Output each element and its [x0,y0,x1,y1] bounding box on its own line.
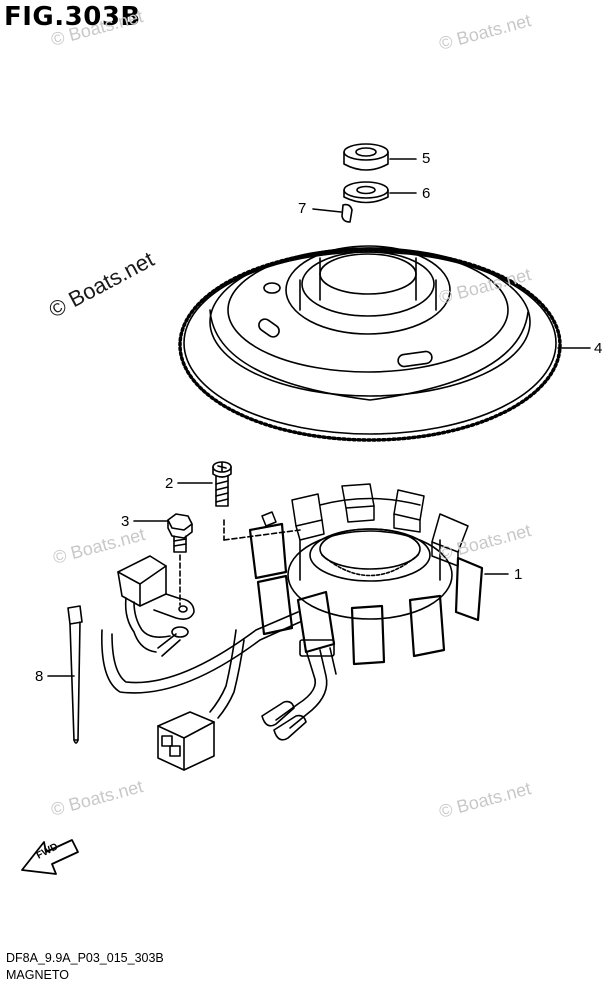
key [341,203,353,223]
callout-3: 3 [121,513,130,530]
stator [248,483,484,666]
diagram-caption: MAGNETO [6,968,69,982]
pulser-coil [117,555,195,657]
screw [212,461,232,507]
callout-6: 6 [422,185,431,202]
fwd-arrow [21,839,79,875]
callout-1: 1 [514,566,523,583]
callout-8: 8 [35,668,44,685]
nut [343,143,389,171]
washer [343,181,389,204]
callout-2: 2 [165,475,174,492]
callout-4: 4 [594,340,603,357]
callout-7: 7 [298,200,307,217]
cable-tie [67,605,83,744]
diagram-code: DF8A_9.9A_P03_015_303B [6,951,164,965]
callout-5: 5 [422,150,431,167]
wire-harness [101,611,337,741]
flywheel [178,245,562,442]
figure-title: FIG.303B [4,2,141,32]
coupler [157,711,215,771]
bolt [167,513,193,553]
